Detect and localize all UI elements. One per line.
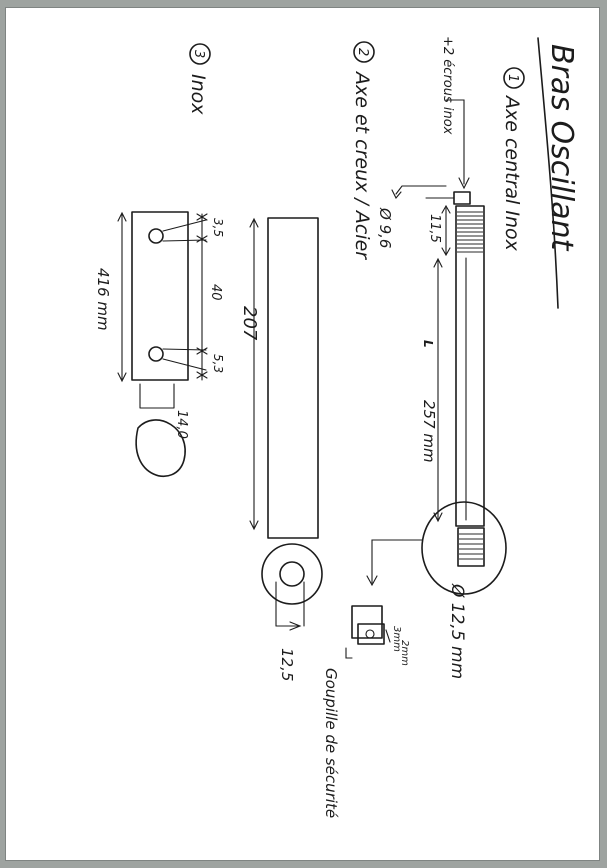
part-2-number-circle xyxy=(353,41,375,63)
thread-diameter-label: Ø 9,6 xyxy=(376,207,394,248)
tube-section-label: 12,5 xyxy=(278,648,296,681)
pin-dim-1: 3mm xyxy=(391,626,402,652)
part-3-number: 3 xyxy=(191,50,206,58)
part-1-number: 1 xyxy=(505,74,520,82)
part-2-heading: 2 Axe et creux / Acier xyxy=(351,41,375,260)
part-2-number: 2 xyxy=(355,48,370,56)
tube-length-label: 207 xyxy=(239,306,260,341)
part-1-name: Axe central Inox xyxy=(501,94,523,252)
part-3-name: Inox xyxy=(187,74,209,115)
end-diameter-label: Ø 12,5 mm xyxy=(447,583,467,679)
pin-detail xyxy=(351,605,383,639)
bar-end-circle xyxy=(135,419,186,477)
technical-sketch: Bras Oscillant 1 Axe central Inox +2 écr… xyxy=(94,36,579,818)
thread-diameter-leader xyxy=(395,185,447,195)
part-3-heading: 3 Inox xyxy=(187,43,211,115)
title-underline xyxy=(537,37,559,309)
central-shaft xyxy=(455,205,485,527)
total-length-prefix: L xyxy=(421,340,435,348)
bar-dim-2: 40 xyxy=(208,284,223,301)
sheet-title: Bras Oscillant xyxy=(544,44,579,252)
end-detail-circle xyxy=(421,501,507,595)
bar-dim-1: 3,5 xyxy=(211,218,225,237)
part-1-number-circle xyxy=(503,67,525,89)
pin-detail-label: Goupille de sécurité xyxy=(322,668,340,818)
flat-bar-hole-bottom xyxy=(148,346,164,362)
pin-dim-2: 2mm xyxy=(399,640,410,666)
hollow-tube xyxy=(267,217,319,539)
part-3-number-circle xyxy=(189,43,211,65)
paper-sheet: Bras Oscillant 1 Axe central Inox +2 écr… xyxy=(6,8,599,860)
nut-ring xyxy=(453,191,471,205)
flat-bar-hole-top xyxy=(148,228,164,244)
bar-end-diameter-label: 14,0 xyxy=(174,410,189,439)
total-length-label: 257 mm xyxy=(420,400,438,463)
tube-section-outer xyxy=(261,543,323,605)
part-1-heading: 1 Axe central Inox xyxy=(501,67,525,252)
thread-length-label: 11,5 xyxy=(427,214,442,243)
pin-detail-leader xyxy=(371,539,423,584)
nut-arrow xyxy=(445,99,465,185)
tube-section-inner xyxy=(279,561,305,587)
bar-dim-3: 5,3 xyxy=(211,354,225,373)
part-1-note: +2 écrous inox xyxy=(440,36,455,135)
shaft-thread xyxy=(457,211,483,253)
part-2-name: Axe et creux / Acier xyxy=(351,70,373,260)
bar-overall-label: 416 mm xyxy=(94,268,112,331)
flat-bar xyxy=(131,211,189,381)
